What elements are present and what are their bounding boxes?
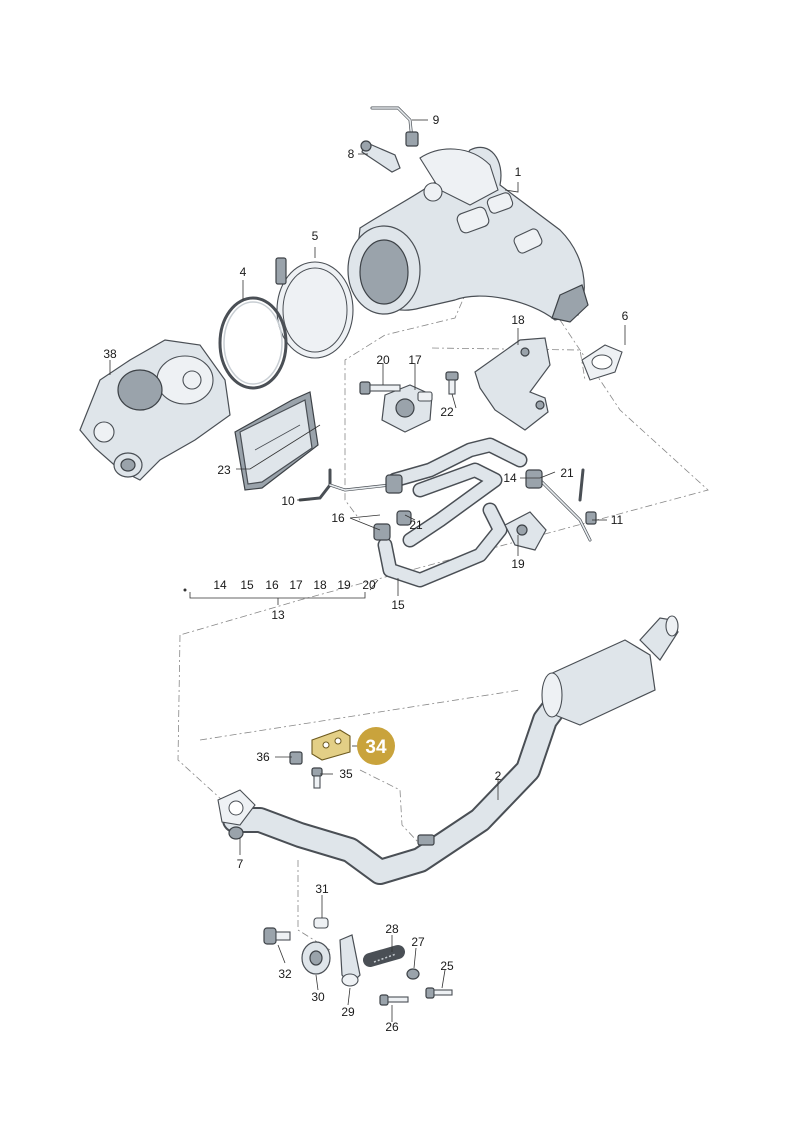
bolt-22[interactable] [445,371,459,395]
label-29: 29 [341,1005,355,1019]
label-28: 28 [385,922,399,936]
coolant-hoses-14-15[interactable] [377,437,528,588]
label-5: 5 [312,229,319,243]
label-7: 7 [237,857,244,871]
label-15: 15 [391,598,405,612]
label-21a: 21 [409,518,423,532]
label-22: 22 [440,405,454,419]
label-36: 36 [256,750,270,764]
highlight-badge-label: 34 [365,737,387,758]
heat-shield-23[interactable] [234,391,319,491]
label-30: 30 [311,990,325,1004]
label-21b: 21 [560,466,574,480]
label-19: 19 [511,557,525,571]
label-20: 20 [376,353,390,367]
label-8: 8 [348,147,355,161]
pipe-11[interactable] [538,468,597,542]
label-14: 14 [503,471,517,485]
gasket-ring-4[interactable] [218,296,288,390]
catalytic-converter-upper[interactable] [347,146,589,323]
bolt-20[interactable] [359,381,401,395]
bracket-19[interactable] [504,511,547,551]
bracket-18[interactable] [474,337,551,431]
group-13-bracket [183,579,379,605]
label-25: 25 [440,959,454,973]
highlight-badge-34[interactable]: 34 [357,727,395,765]
turbocharger-38[interactable] [79,339,231,481]
group-13-item-20: 20 [362,578,376,592]
group-13-item-15: 15 [240,578,254,592]
group-13-item-14: 14 [213,578,227,592]
label-16: 16 [331,511,345,525]
leader-lines [109,119,626,1022]
group-13-item-17: 17 [289,578,303,592]
highlight-badge-circle [357,727,395,765]
nut-7[interactable] [228,826,244,840]
valve-17[interactable] [381,384,433,433]
label-10: 10 [281,494,295,508]
gasket-6[interactable] [581,344,623,381]
part-number-labels: 1 2 4 5 6 7 8 9 10 11 14 15 16 17 18 19 … [103,113,628,1034]
nut-36[interactable] [289,751,303,765]
label-9: 9 [433,113,440,127]
pipe-10[interactable] [298,468,392,502]
label-32: 32 [278,967,292,981]
label-11: 11 [611,513,624,527]
label-17: 17 [408,353,422,367]
group-13-item-18: 18 [313,578,327,592]
bolt-35[interactable] [311,767,323,789]
label-2: 2 [495,769,502,783]
group-13-item-16: 16 [265,578,279,592]
label-26: 26 [385,1020,399,1034]
label-31: 31 [315,882,329,896]
clamps-16-21[interactable] [373,469,543,541]
mount-hardware-25-32[interactable] [263,917,453,1006]
exhaust-downpipe-2[interactable] [217,615,679,885]
label-1: 1 [515,165,522,179]
label-38: 38 [103,347,117,361]
bracket-34[interactable] [311,729,351,761]
lambda-sensor-9[interactable] [370,106,419,147]
label-4: 4 [240,265,247,279]
group-13-item-19: 19 [337,578,351,592]
label-27: 27 [411,935,425,949]
lambda-sensor-8[interactable] [360,140,401,173]
label-6: 6 [622,309,629,323]
group-13-label: 13 [271,608,285,622]
label-23: 23 [217,463,231,477]
v-band-clamp-5[interactable] [275,257,354,359]
label-18: 18 [511,313,525,327]
label-35: 35 [339,767,353,781]
